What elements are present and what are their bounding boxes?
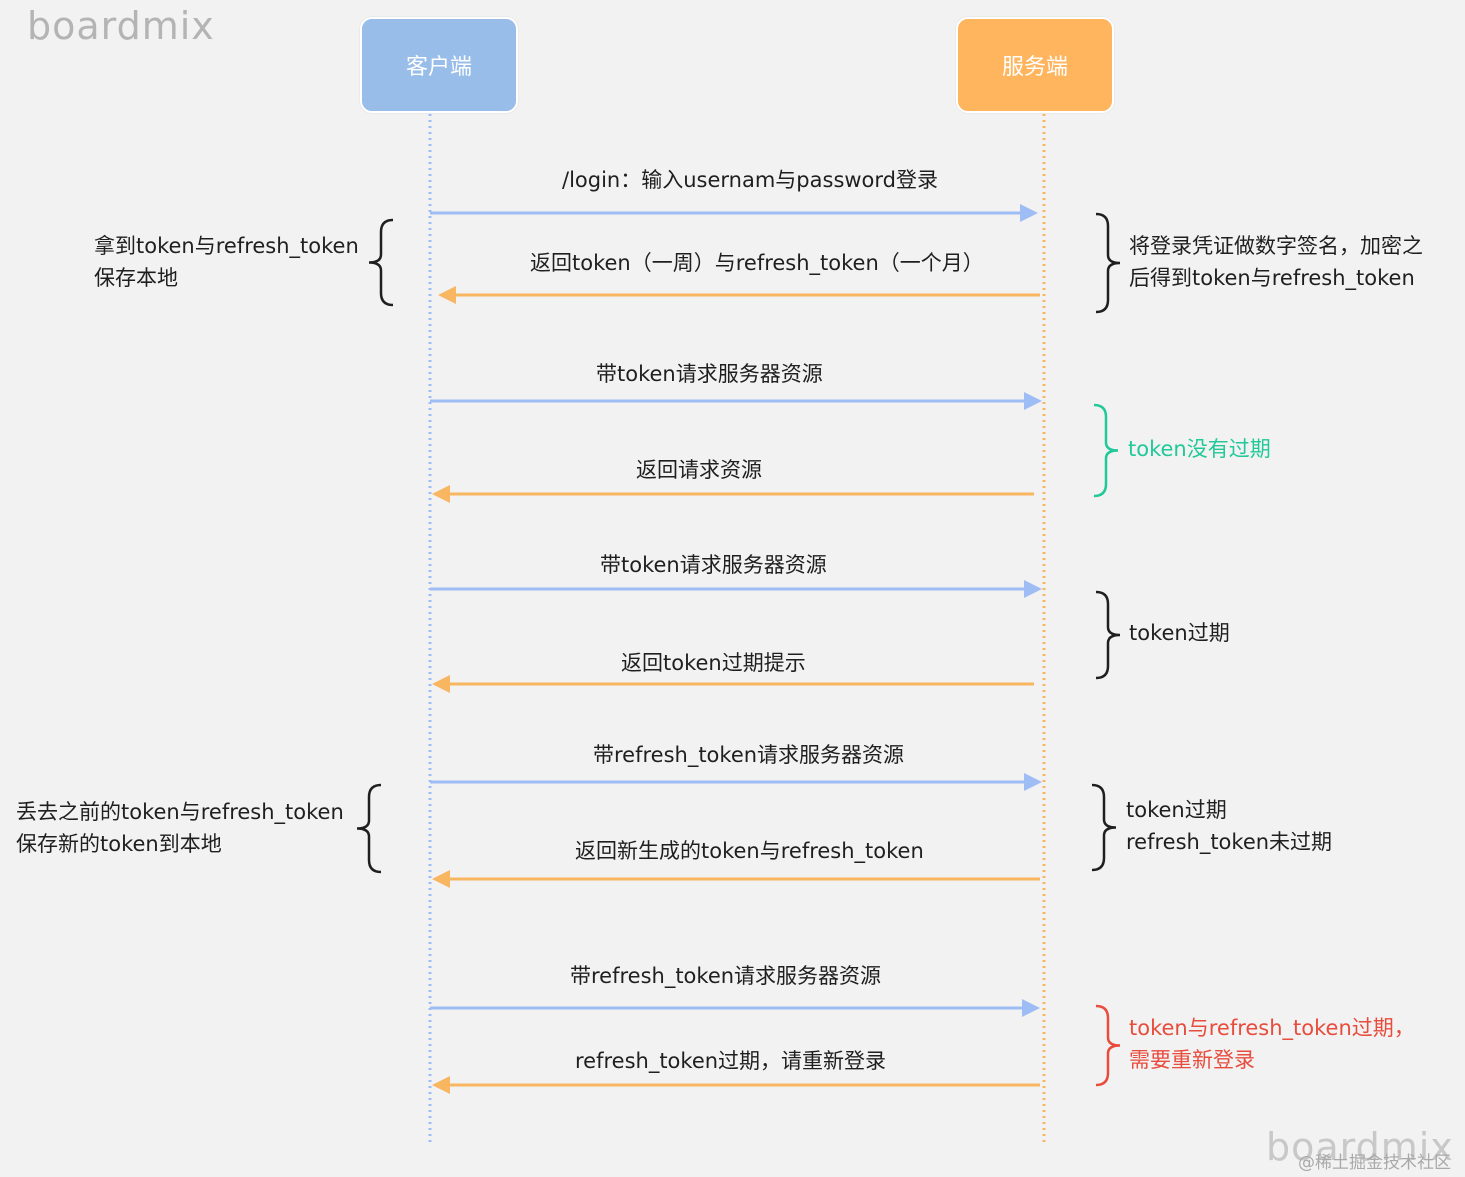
note-line: 保存新的token到本地	[16, 832, 222, 856]
arrowhead-icon	[432, 870, 450, 888]
message-label: 返回token过期提示	[621, 651, 806, 675]
client-actor[interactable]: 客户端	[360, 17, 518, 113]
note-line: 后得到token与refresh_token	[1129, 266, 1415, 290]
left-brace-icon	[356, 783, 382, 874]
right-brace-icon	[1095, 590, 1121, 680]
note-line: token与refresh_token过期，	[1129, 1016, 1415, 1040]
note-line: 丢去之前的token与refresh_token	[16, 800, 344, 824]
arrowhead-icon	[432, 1076, 450, 1094]
client-note: 丢去之前的token与refresh_token 保存新的token到本地	[16, 796, 344, 860]
arrowhead-icon	[1020, 204, 1038, 222]
server-note-valid: token没有过期	[1128, 433, 1271, 465]
brand-watermark: boardmix	[27, 4, 215, 48]
note-line: token没有过期	[1128, 437, 1271, 461]
note-line: 将登录凭证做数字签名，加密之	[1129, 234, 1423, 258]
message-label: /login：输入usernam与password登录	[562, 168, 938, 192]
server-note: token过期 refresh_token未过期	[1126, 794, 1332, 858]
server-note: 将登录凭证做数字签名，加密之 后得到token与refresh_token	[1129, 230, 1423, 294]
credit-watermark: @稀土掘金技术社区	[1298, 1153, 1451, 1173]
arrowhead-icon	[438, 286, 456, 304]
arrowhead-icon	[1024, 392, 1042, 410]
message-label: 返回新生成的token与refresh_token	[575, 839, 924, 863]
message-label: 返回token（一周）与refresh_token（一个月）	[530, 251, 984, 275]
message-label: 带token请求服务器资源	[600, 553, 827, 577]
message-label: 返回请求资源	[636, 458, 762, 482]
note-line: 需要重新登录	[1129, 1048, 1255, 1072]
arrowhead-icon	[1024, 580, 1042, 598]
message-label: 带refresh_token请求服务器资源	[570, 964, 882, 988]
client-note: 拿到token与refresh_token 保存本地	[94, 230, 359, 294]
right-brace-icon	[1095, 212, 1121, 314]
right-brace-icon	[1095, 1004, 1121, 1087]
note-line: 拿到token与refresh_token	[94, 234, 359, 258]
server-note-expired: token与refresh_token过期， 需要重新登录	[1129, 1012, 1415, 1076]
brand-watermark-bottom: boardmix	[1266, 1125, 1454, 1169]
note-line: token过期	[1129, 621, 1230, 645]
arrowhead-icon	[1022, 999, 1040, 1017]
right-brace-icon	[1091, 783, 1117, 872]
arrowhead-icon	[1024, 773, 1042, 791]
left-brace-icon	[368, 218, 394, 307]
arrowhead-icon	[432, 485, 450, 503]
message-label: 带token请求服务器资源	[596, 362, 823, 386]
note-line: refresh_token未过期	[1126, 830, 1333, 854]
note-line: 保存本地	[94, 266, 178, 290]
message-label: 带refresh_token请求服务器资源	[593, 743, 905, 767]
right-brace-icon	[1093, 403, 1119, 498]
message-label: refresh_token过期，请重新登录	[575, 1049, 887, 1073]
server-note: token过期	[1129, 617, 1230, 649]
note-line: token过期	[1126, 798, 1227, 822]
server-actor[interactable]: 服务端	[956, 17, 1114, 113]
arrowhead-icon	[432, 675, 450, 693]
